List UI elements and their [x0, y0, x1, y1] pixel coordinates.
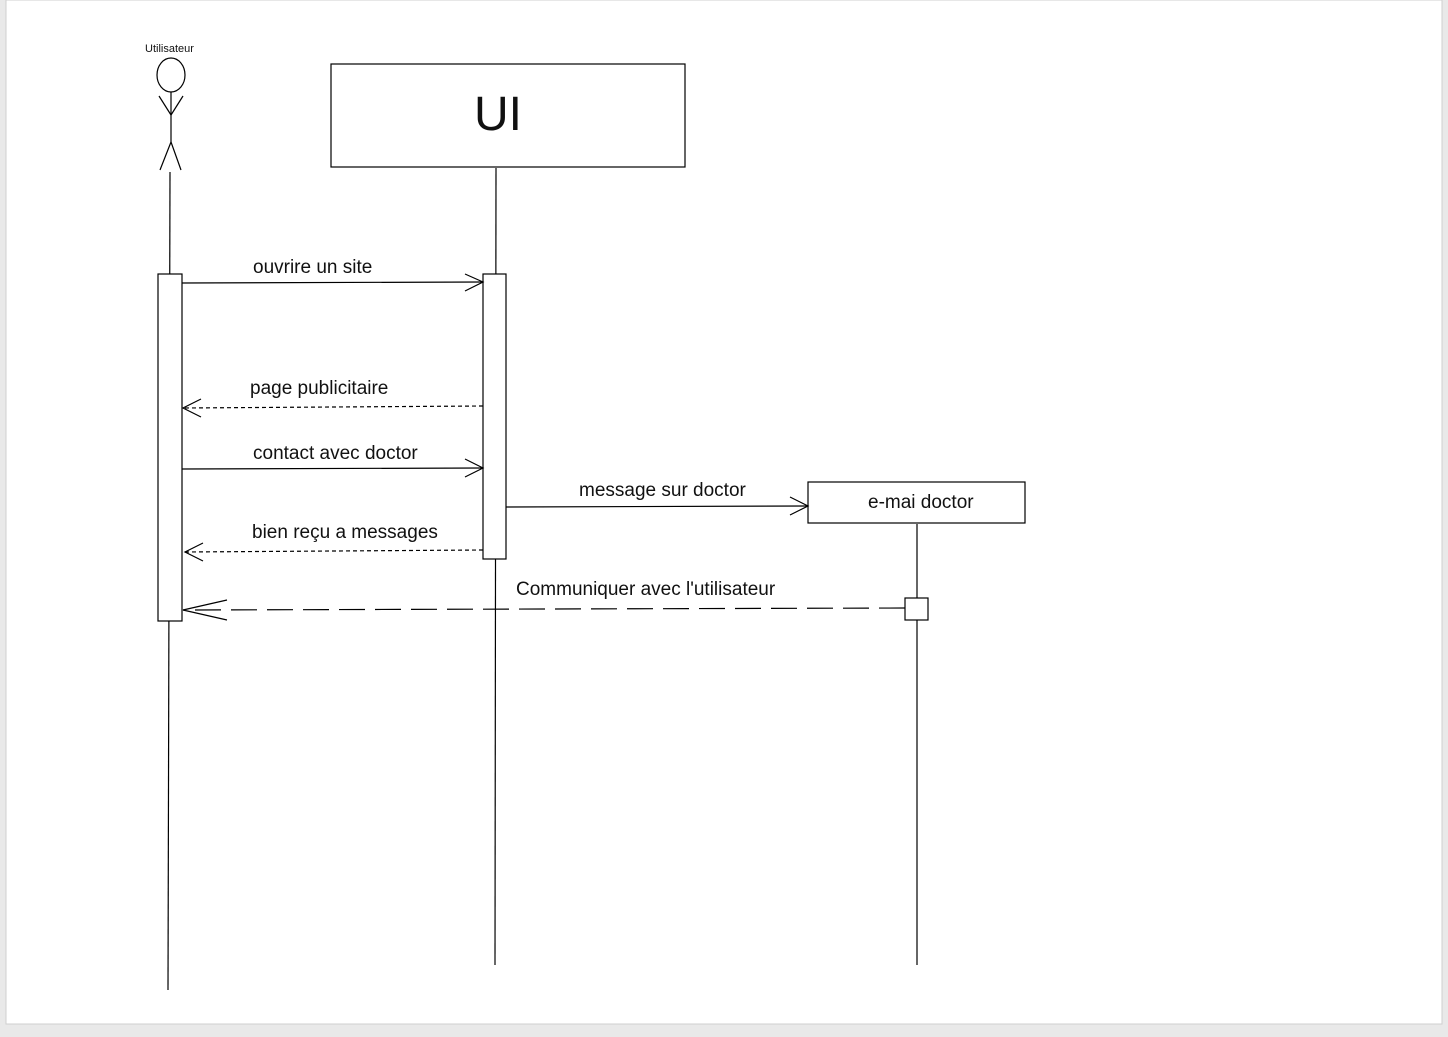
actor-stick-figure-icon — [156, 57, 186, 171]
message-label-2: page publicitaire — [250, 378, 389, 399]
paper-sheet — [5, 0, 1443, 1025]
message-arrow-4 — [505, 496, 810, 516]
message-label-1: ouvrire un site — [253, 257, 373, 278]
actor-name: Utilisateur — [145, 43, 194, 55]
message-label-4: message sur doctor — [579, 480, 746, 501]
ui-activation — [482, 273, 507, 560]
email-box — [807, 481, 1026, 524]
message-label-3: contact avec doctor — [253, 443, 418, 464]
message-label-5: bien reçu a messages — [252, 522, 438, 543]
message-arrow-1 — [181, 273, 485, 292]
message-arrow-6 — [182, 599, 906, 621]
ui-box-title: UI — [474, 88, 522, 141]
message-label-6: Communiquer avec l'utilisateur — [516, 579, 776, 600]
actor-activation — [157, 273, 183, 622]
message-arrow-2 — [181, 398, 484, 418]
ui-box — [330, 63, 686, 168]
email-activation — [904, 597, 929, 621]
message-arrow-3 — [181, 458, 485, 478]
message-arrow-5 — [183, 542, 484, 562]
email-box-title: e-mai doctor — [868, 492, 974, 513]
